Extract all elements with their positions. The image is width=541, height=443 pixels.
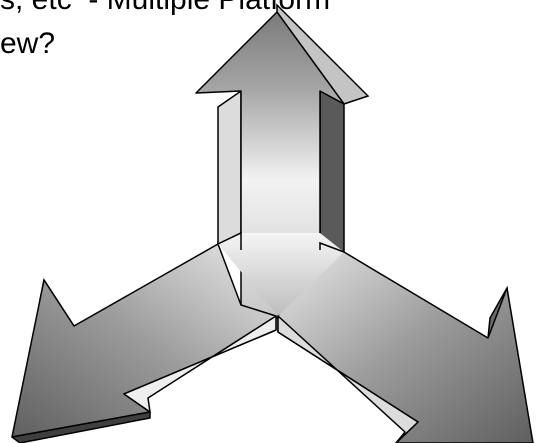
- arrow-face-group: [12, 12, 533, 443]
- up-arrow-shaft-bevel-right: [320, 91, 344, 252]
- up-arrow-shaft-bevel-left: [218, 91, 241, 244]
